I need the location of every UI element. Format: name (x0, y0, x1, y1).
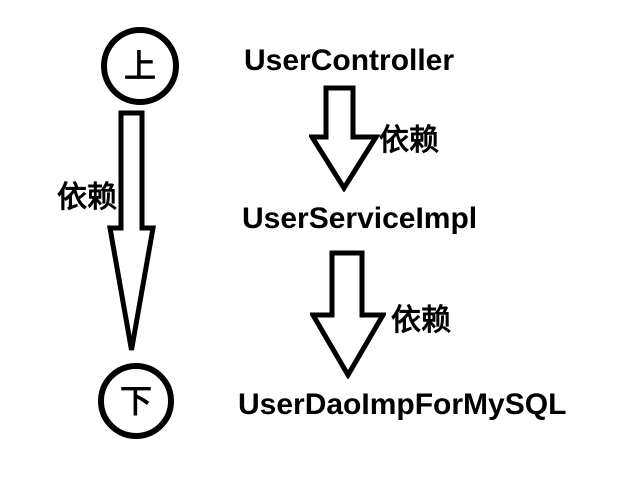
dependency-arrow-2-icon (310, 250, 386, 379)
node-userdaoimpformysql: UserDaoImpForMySQL (238, 388, 567, 421)
dependency-arrow-1-icon (309, 85, 381, 192)
bottom-circle: 下 (98, 363, 174, 439)
bottom-circle-label: 下 (119, 383, 152, 419)
node-usercontroller: UserController (244, 44, 455, 77)
dependency-arrow-1-label: 依赖 (379, 124, 439, 157)
left-arrow-label: 依赖 (57, 181, 117, 214)
dependency-arrow-2-label: 依赖 (391, 304, 451, 337)
node-userserviceimpl: UserServiceImpl (242, 202, 478, 235)
top-circle-label: 上 (123, 48, 156, 84)
left-down-arrow-icon (107, 110, 156, 351)
top-circle: 上 (101, 27, 179, 105)
